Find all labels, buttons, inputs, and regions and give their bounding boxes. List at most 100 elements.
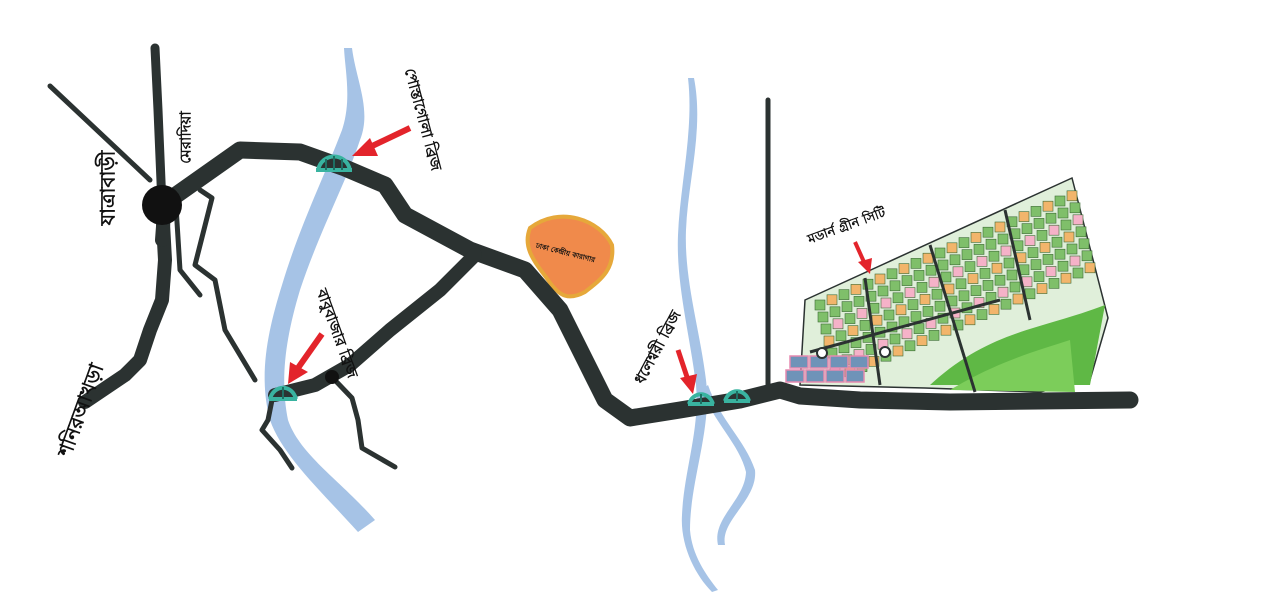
plot-block bbox=[1048, 224, 1060, 236]
plot-block bbox=[964, 261, 976, 272]
plot-block bbox=[850, 284, 862, 295]
plot-block bbox=[994, 274, 1006, 286]
plot-block bbox=[895, 304, 907, 316]
plot-block bbox=[841, 301, 853, 312]
plot-block bbox=[922, 306, 934, 317]
plot-block bbox=[928, 330, 940, 341]
plot-block bbox=[946, 242, 958, 254]
plot-block bbox=[1036, 230, 1048, 241]
plot-block bbox=[958, 237, 970, 248]
plot-block bbox=[976, 256, 988, 267]
plot-block bbox=[1024, 235, 1036, 246]
plot-block bbox=[1039, 242, 1051, 253]
pointer-arrow-icon bbox=[853, 241, 872, 274]
project-photo-thumbnail bbox=[785, 369, 805, 383]
plot-block bbox=[1081, 250, 1093, 262]
plot-block bbox=[868, 356, 880, 367]
plot-block bbox=[1060, 219, 1072, 231]
plot-block bbox=[877, 285, 889, 297]
plot-block bbox=[1051, 236, 1063, 248]
plot-block bbox=[1003, 257, 1015, 269]
plot-block bbox=[871, 314, 883, 326]
plot-block bbox=[928, 276, 940, 288]
plot-block bbox=[1063, 231, 1075, 243]
plot-block bbox=[955, 278, 967, 290]
plot-block bbox=[997, 233, 1009, 245]
plot-block bbox=[988, 250, 1000, 262]
plot-block bbox=[865, 290, 877, 302]
plot-block bbox=[964, 314, 976, 326]
junction-dot-icon bbox=[142, 185, 182, 225]
label-sheltopur: মেরাদিয়া bbox=[176, 111, 195, 164]
plot-block bbox=[916, 282, 928, 293]
plot-block bbox=[901, 275, 913, 286]
plot-block bbox=[838, 289, 850, 300]
plot-block bbox=[967, 273, 979, 284]
plot-block bbox=[1072, 214, 1084, 226]
plot-block bbox=[940, 324, 952, 336]
plot-block bbox=[994, 221, 1006, 233]
plot-block bbox=[970, 232, 982, 243]
river-dhaleshwari bbox=[677, 78, 718, 592]
plot-block bbox=[1000, 245, 1012, 257]
plot-block bbox=[916, 335, 928, 346]
plot-block bbox=[901, 328, 913, 340]
plot-block bbox=[856, 308, 868, 319]
project-photo-thumbnail bbox=[825, 369, 845, 383]
plot-block bbox=[997, 286, 1009, 298]
plot-block bbox=[1060, 272, 1072, 284]
plot-block bbox=[973, 244, 985, 255]
plot-block bbox=[1030, 259, 1042, 270]
plot-block bbox=[1066, 190, 1078, 202]
minor-roads bbox=[47, 83, 771, 471]
plot-block bbox=[973, 297, 985, 308]
junction-dot-icon bbox=[325, 370, 339, 384]
plot-block bbox=[826, 294, 838, 306]
plot-block bbox=[1075, 226, 1087, 238]
plot-block bbox=[931, 288, 943, 300]
plot-block bbox=[853, 296, 865, 307]
plot-block bbox=[874, 273, 886, 285]
plot-block bbox=[1033, 271, 1045, 282]
plot-block bbox=[910, 311, 922, 322]
plot-block bbox=[1066, 243, 1078, 255]
plot-block bbox=[889, 333, 901, 345]
plot-block bbox=[892, 292, 904, 304]
pointer-arrow-icon bbox=[352, 125, 412, 156]
plot-block bbox=[1069, 255, 1081, 267]
plot-block bbox=[844, 313, 856, 324]
project-photo-thumbnail bbox=[805, 369, 825, 383]
plot-block bbox=[907, 299, 919, 310]
plot-block bbox=[919, 294, 931, 305]
plot-block bbox=[958, 290, 970, 302]
plot-block bbox=[1009, 281, 1021, 293]
plot-block bbox=[814, 299, 826, 311]
plot-block bbox=[1072, 267, 1084, 279]
plot-block bbox=[970, 285, 982, 296]
plot-block bbox=[1024, 288, 1036, 300]
project-photo-thumbnail bbox=[789, 355, 809, 369]
label-jatrabari: যাত্রাবাড়ী bbox=[95, 150, 120, 226]
pointer-arrow-icon bbox=[288, 332, 325, 384]
plot-block bbox=[1042, 200, 1054, 212]
plot-block bbox=[829, 306, 841, 318]
plot-block bbox=[847, 325, 859, 336]
plot-block bbox=[979, 268, 991, 279]
plot-block bbox=[934, 247, 946, 259]
plot-block bbox=[1057, 207, 1069, 219]
plot-block bbox=[904, 287, 916, 298]
bridge-icon bbox=[687, 392, 715, 406]
plot-block bbox=[1054, 248, 1066, 260]
plot-block bbox=[913, 323, 925, 334]
plot-block bbox=[1069, 202, 1081, 214]
project-photo-thumbnail bbox=[845, 369, 865, 383]
plot-block bbox=[1078, 238, 1090, 250]
river-dhaleshwari-branch bbox=[702, 385, 756, 545]
plot-block bbox=[892, 345, 904, 357]
plot-block bbox=[1006, 269, 1018, 281]
plot-block bbox=[1045, 212, 1057, 224]
plot-block bbox=[832, 318, 844, 330]
plot-block bbox=[961, 249, 973, 260]
plot-block bbox=[904, 340, 916, 352]
